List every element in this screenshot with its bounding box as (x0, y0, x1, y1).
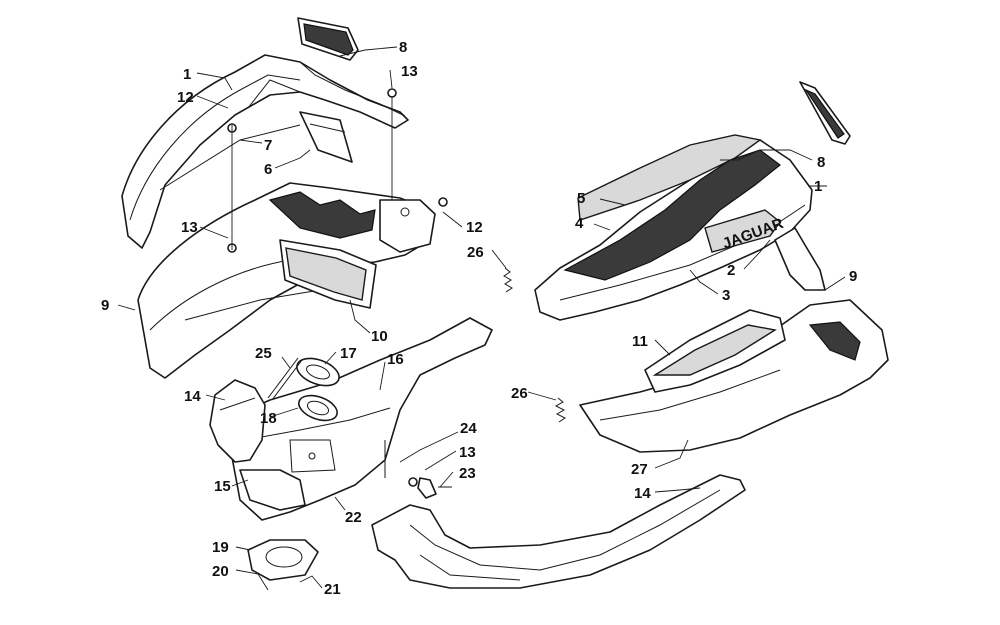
callout-8-right: 8 (817, 154, 825, 171)
vent-strip-right (799, 81, 851, 145)
callout-12-top: 12 (177, 89, 194, 106)
callout-4: 4 (575, 215, 584, 232)
callout-13-lower: 13 (459, 444, 476, 461)
callout-24: 24 (460, 420, 477, 437)
spring-26-right (554, 397, 566, 423)
panel-11 (644, 309, 786, 393)
side-bracket-14-left (209, 379, 266, 463)
rod-25 (267, 357, 303, 401)
callout-27: 27 (631, 461, 648, 478)
callout-18: 18 (260, 410, 277, 427)
callout-7: 7 (264, 137, 272, 154)
callout-5: 5 (577, 190, 585, 207)
callout-23: 23 (459, 465, 476, 482)
callout-6: 6 (264, 161, 272, 178)
vent-grille-top-left (297, 17, 359, 61)
callout-13-top: 13 (401, 63, 418, 80)
leader-lines (117, 46, 846, 591)
callout-21: 21 (324, 581, 341, 598)
grille-10 (279, 239, 377, 309)
callout-14-left: 14 (184, 388, 201, 405)
belly-pan-16 (224, 317, 493, 521)
callout-25: 25 (255, 345, 272, 362)
callout-1-left: 1 (183, 66, 191, 83)
grommet-17 (296, 357, 340, 387)
callout-15: 15 (214, 478, 231, 495)
spring-26-left (503, 267, 513, 293)
bracket-6 (299, 111, 353, 163)
grommet-18 (298, 394, 338, 422)
callout-2: 2 (727, 262, 735, 279)
mount-bracket-12 (379, 199, 436, 253)
callout-17: 17 (340, 345, 357, 362)
callout-13-mid: 13 (181, 219, 198, 236)
callout-9-left: 9 (101, 297, 109, 314)
callout-8-left: 8 (399, 39, 407, 56)
fasteners-left (227, 88, 448, 253)
callout-9-right: 9 (849, 268, 857, 285)
callout-16: 16 (387, 351, 404, 368)
callout-11: 11 (632, 333, 648, 350)
side-panel-right (579, 299, 889, 453)
flange-19 (247, 539, 319, 581)
callout-14-right: 14 (634, 485, 651, 502)
fasteners-lower (384, 440, 452, 499)
bracket-15 (239, 469, 306, 511)
skid-plate-14-right (371, 474, 746, 589)
callout-20: 20 (212, 563, 229, 580)
callout-12-mid: 12 (466, 219, 483, 236)
tab-9 (774, 227, 826, 291)
callout-10: 10 (371, 328, 388, 345)
hood-right: JAGUAR (534, 134, 813, 321)
callout-26-right: 26 (511, 385, 528, 402)
callout-26-left: 26 (467, 244, 484, 261)
callout-labels: 1 12 8 13 7 6 13 12 26 9 10 8 5 4 1 2 3 … (101, 39, 857, 598)
callout-22: 22 (345, 509, 362, 526)
callout-19: 19 (212, 539, 229, 556)
callout-1-right: 1 (814, 178, 822, 195)
callout-3: 3 (722, 287, 730, 304)
